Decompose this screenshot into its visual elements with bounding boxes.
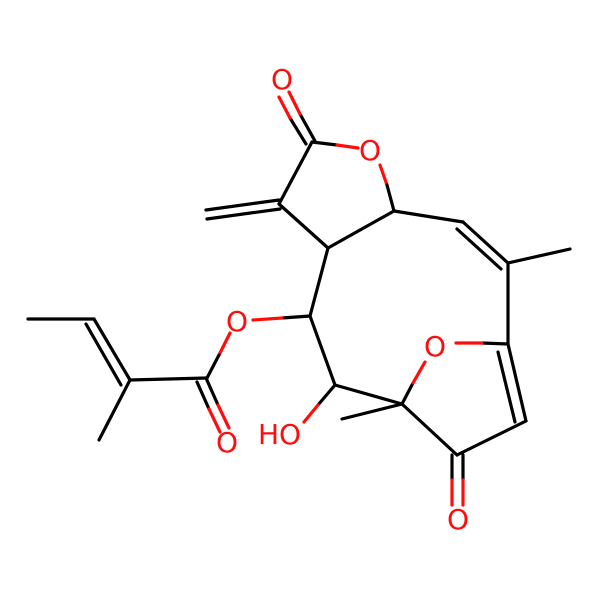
bond-furan-double-2	[496, 350, 517, 424]
atom-label-lactone-ring-o: O	[359, 134, 381, 167]
atom-label-carbonyl-o-top: O	[271, 63, 293, 96]
atom-label-ester-o: O	[226, 305, 248, 338]
bond-cho-oester-b	[251, 316, 284, 322]
bond-oester-cc	[217, 331, 232, 357]
atom-labels: O O O O HO O O	[216, 63, 469, 536]
bond-oring-c	[378, 163, 389, 187]
bond-exo-fusion	[277, 202, 330, 250]
bond-ester-co-1	[204, 376, 220, 407]
bond-c-o-top-1b	[287, 90, 302, 116]
bond-choh-oh-b	[302, 403, 320, 424]
atom-label-hydroxyl: HO	[258, 418, 301, 451]
bond-c-o-top-2	[288, 116, 308, 146]
bond-ester-co-2	[195, 380, 211, 411]
bond-quat-methyl	[340, 402, 404, 421]
bond-vinyl-double-1	[461, 220, 510, 265]
bond-fusion-bridge	[326, 209, 396, 250]
bond-alkene-methyl	[97, 378, 132, 442]
bond-ester-co-1b	[216, 403, 231, 430]
bond-oring-c-b	[385, 183, 396, 213]
bond-c-oring	[310, 140, 339, 147]
bond-ester-co-2b	[207, 407, 222, 434]
bond-choh-oh	[316, 383, 337, 407]
bond-carbonyl-exo	[277, 140, 314, 206]
bonds	[26, 90, 572, 507]
bond-quat-o	[400, 381, 415, 406]
bond-vinyl-double-2	[455, 227, 503, 271]
bond-c-o-top-2b	[277, 95, 292, 120]
bond-c-o-top-1	[298, 112, 317, 143]
bond-cho-fusion	[308, 246, 330, 318]
bond-ch-ketone	[455, 419, 528, 457]
bond-furan-double-1	[506, 342, 528, 423]
bond-oester-cc-b	[205, 353, 221, 380]
bond-c-oring-b	[335, 143, 360, 150]
bond-alkene-double-1	[92, 317, 132, 382]
bond-exo-ch2-1	[204, 198, 281, 212]
bond-cme-methyl	[506, 247, 572, 265]
bond-cho-oester	[280, 314, 312, 320]
atom-label-ester-carbonyl-o: O	[216, 426, 238, 459]
atom-label-ketone-o: O	[447, 503, 469, 536]
bond-quat-choh	[333, 383, 404, 406]
bond-exo-ch2-2	[205, 207, 282, 221]
bond-quat-o-b	[411, 360, 427, 385]
bond-ester-alkene	[128, 376, 209, 382]
bond-furan-o	[480, 341, 510, 346]
bond-ketone-quat	[400, 402, 459, 457]
bond-choh-cho	[308, 314, 337, 387]
atom-label-ether-ring-o: O	[424, 330, 446, 363]
bond-alkene-double-2	[84, 322, 123, 387]
bond-bridge-vinyl	[392, 209, 465, 224]
